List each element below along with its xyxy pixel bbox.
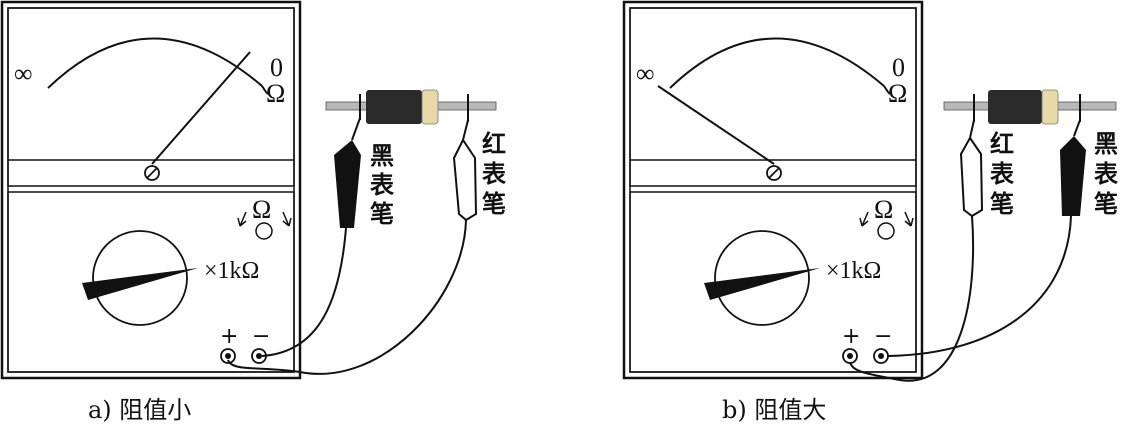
meter-b-scale-tail	[883, 85, 891, 95]
meter-a-display	[7, 7, 295, 187]
meter-a-scale-arc	[47, 37, 263, 89]
probe-b-red[interactable]	[959, 119, 984, 218]
meter-a-switch-arrow-right	[282, 211, 292, 227]
lead-b-black	[887, 215, 1072, 357]
meter-a-control-area	[7, 191, 295, 373]
meter-b-switch-arrow-left	[859, 211, 869, 227]
probe-a-red[interactable]	[452, 119, 478, 222]
svg-text:表: 表	[370, 170, 395, 199]
meter-a-needle	[151, 51, 251, 165]
meter-a-frame	[0, 0, 302, 380]
panel-a: ∞ 0 Ω Ω ×1kΩ + −	[0, 0, 507, 424]
meter-a-range-label: ×1kΩ	[204, 258, 259, 284]
svg-text:表: 表	[482, 159, 507, 188]
meter-b-ohm-label: Ω	[888, 79, 907, 108]
meter-b-control-area	[629, 191, 917, 373]
meter-a-switch-arrow-left	[237, 211, 247, 227]
meter-a-minus-label: −	[252, 324, 270, 349]
svg-text:黑: 黑	[1094, 129, 1118, 158]
meter-a-infinity-label: ∞	[14, 59, 33, 88]
meter-b-range-label: ×1kΩ	[826, 258, 881, 284]
svg-text:表: 表	[990, 159, 1015, 188]
meter-a-switch-indicator	[255, 222, 273, 240]
svg-text:笔: 笔	[1094, 189, 1118, 218]
lead-b-red	[849, 215, 975, 382]
meter-b-infinity-label: ∞	[636, 59, 655, 88]
meter-b-frame	[622, 0, 924, 380]
meter-b-switch-ohm-label: Ω	[874, 195, 893, 224]
meter-a-zero-label: 0	[270, 53, 283, 82]
meter-a-knob-pointer	[82, 268, 198, 300]
caption-b: b) 阻值大	[722, 396, 826, 424]
lead-a-red	[227, 219, 467, 375]
svg-text:笔: 笔	[482, 189, 506, 218]
meter-b-scale-arc	[669, 37, 885, 89]
probe-a-red-label: 红 表 笔	[482, 129, 507, 218]
probe-b-black-label: 黑 表 笔	[1094, 129, 1119, 218]
panel-b: ∞ 0 Ω Ω ×1kΩ + −	[622, 0, 1119, 424]
probe-a-black-label: 黑 表 笔	[370, 141, 395, 228]
caption-a: a) 阻值小	[88, 396, 191, 424]
svg-text:红: 红	[482, 129, 506, 158]
meter-b-display	[629, 7, 917, 187]
meter-b-minus-label: −	[874, 324, 892, 349]
meter-b-knob-pointer	[704, 268, 820, 300]
meter-a-ohm-label: Ω	[266, 79, 285, 108]
meter-b-switch-arrow-right	[904, 211, 914, 227]
meter-b-plus-label: +	[842, 324, 860, 349]
diode-a	[325, 89, 497, 125]
svg-text:红: 红	[990, 129, 1014, 158]
svg-text:表: 表	[1094, 159, 1119, 188]
probe-a-black[interactable]	[334, 117, 361, 228]
probe-b-black[interactable]	[1060, 119, 1086, 216]
svg-text:黑: 黑	[370, 141, 394, 170]
svg-text:笔: 笔	[990, 189, 1014, 218]
meter-b-zero-label: 0	[892, 53, 905, 82]
meter-a-switch-ohm-label: Ω	[252, 195, 271, 224]
probe-b-red-label: 红 表 笔	[990, 129, 1015, 218]
meter-a-scale-tail	[261, 85, 269, 95]
svg-text:笔: 笔	[370, 199, 394, 228]
meter-a-plus-label: +	[220, 324, 238, 349]
diode-b	[943, 89, 1117, 125]
lead-a-black	[261, 227, 347, 357]
meter-b-needle	[657, 85, 775, 165]
meter-b-switch-indicator	[877, 222, 895, 240]
